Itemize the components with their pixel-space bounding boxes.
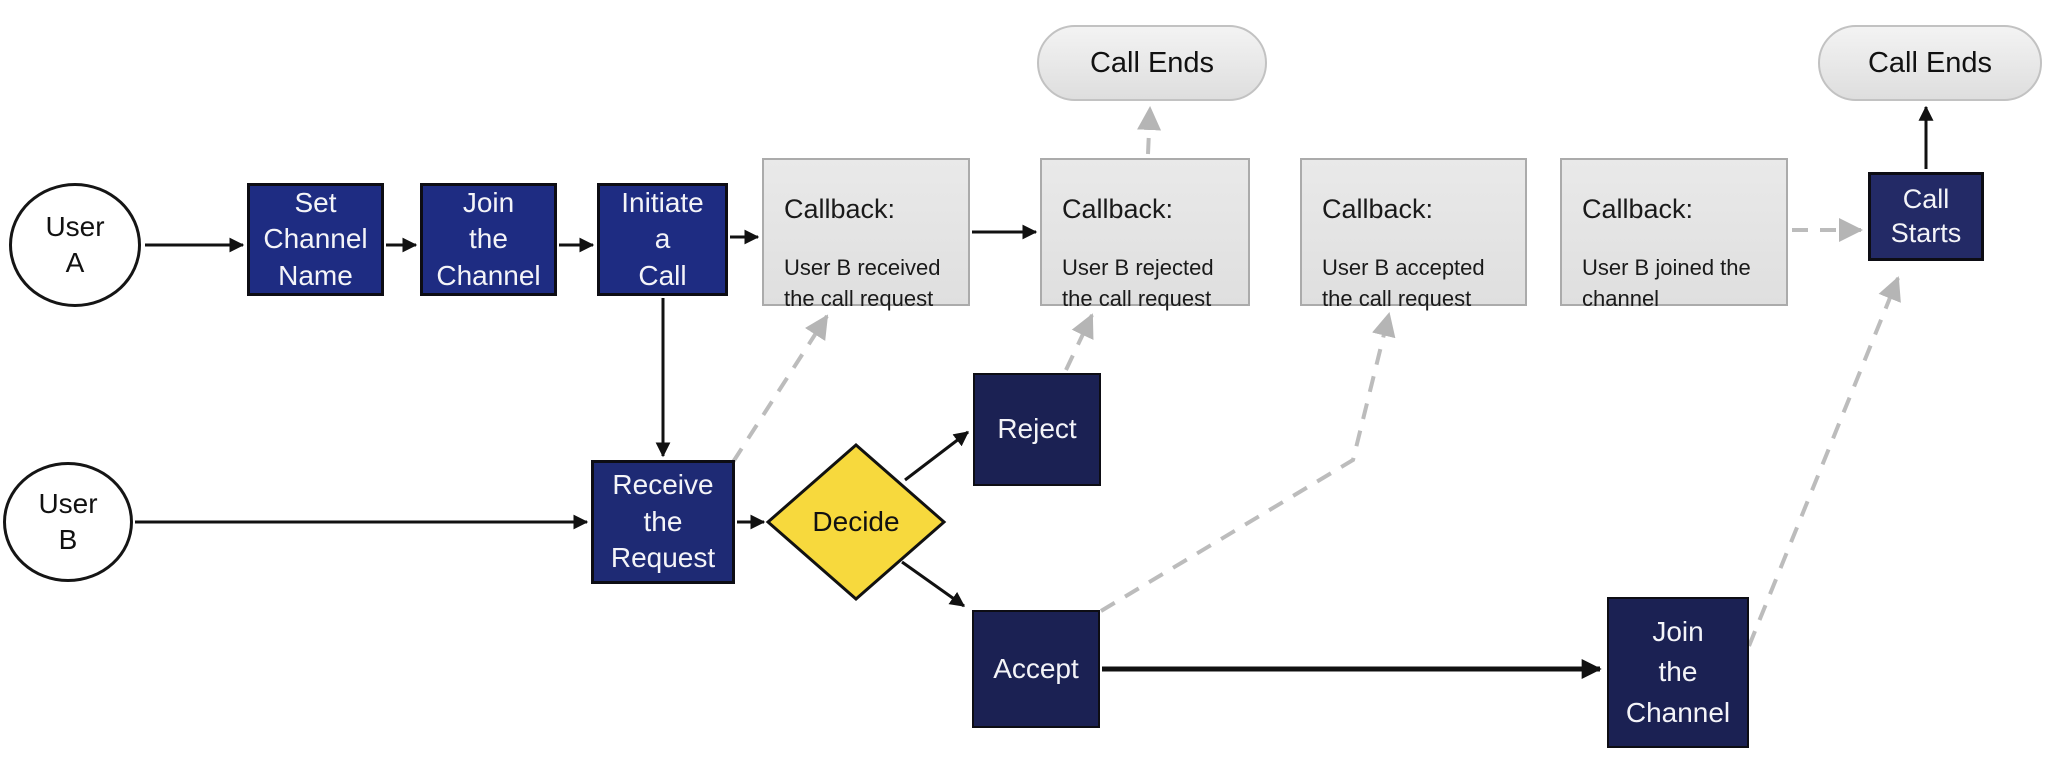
- node-call-starts: Call Starts: [1868, 172, 1984, 261]
- reject-label: Reject: [997, 413, 1077, 445]
- callback-rejected-title: Callback:: [1062, 194, 1174, 224]
- node-set-channel-name-label: Set Channel Name: [263, 186, 368, 291]
- receive-request-label: Receive the Request: [610, 469, 716, 574]
- call-starts-label: Call Starts: [1890, 183, 1962, 248]
- accept-label: Accept: [993, 652, 1079, 684]
- node-callback-joined: Callback: User B joined the channel: [1560, 158, 1788, 311]
- call-ends-right-label: Call Ends: [1867, 46, 1993, 79]
- dashed-arrow-join-channel-bottom-to-call-starts: [1747, 276, 1901, 647]
- node-initiate-call-label: Initiate a Call: [621, 186, 704, 291]
- node-join-channel-top-label: Join the Channel: [436, 186, 541, 291]
- node-reject: Reject: [973, 373, 1101, 486]
- node-join-channel-top: Join the Channel: [420, 183, 557, 296]
- decide-diamond-shape: [765, 443, 947, 601]
- node-user-a: User A: [9, 183, 141, 307]
- dashed-arrow-receive-request-to-callback-received: [731, 314, 829, 464]
- join-channel-bottom-label: Join the Channel: [1625, 615, 1731, 728]
- node-join-channel-bottom: Join the Channel: [1607, 597, 1749, 748]
- dashed-arrow-accept-to-callback-accepted: [1099, 312, 1396, 613]
- node-user-a-label: User A: [45, 210, 105, 278]
- call-ends-mid-label: Call Ends: [1089, 46, 1215, 79]
- dashed-arrow-reject-to-callback-rejected: [1064, 313, 1094, 371]
- callback-received-body: User B received the call request: [784, 255, 941, 311]
- callback-received-title: Callback:: [784, 194, 896, 224]
- callback-accepted-title: Callback:: [1322, 194, 1434, 224]
- arrow-decide-to-reject: [904, 430, 969, 482]
- node-set-channel-name: Set Channel Name: [247, 183, 384, 296]
- node-initiate-call: Initiate a Call: [597, 183, 728, 296]
- node-decide: Decide: [768, 445, 944, 599]
- node-callback-received: Callback: User B received the call reque…: [762, 158, 970, 311]
- callback-rejected-body: User B rejected the call request: [1062, 255, 1214, 311]
- node-accept: Accept: [972, 610, 1100, 728]
- node-receive-request: Receive the Request: [591, 460, 735, 584]
- node-user-b-label: User B: [38, 487, 98, 555]
- dashed-arrow-callback-rejected-to-call-ends-mid: [1137, 106, 1162, 155]
- decide-label: Decide: [812, 506, 900, 537]
- callback-accepted-body: User B accepted the call request: [1322, 255, 1485, 311]
- node-callback-rejected: Callback: User B rejected the call reque…: [1040, 158, 1250, 311]
- callback-joined-title: Callback:: [1582, 194, 1694, 224]
- arrow-decide-to-accept: [901, 560, 966, 608]
- node-call-ends-mid: Call Ends: [1037, 25, 1267, 101]
- node-user-b: User B: [3, 462, 133, 582]
- node-call-ends-right: Call Ends: [1818, 25, 2042, 101]
- callback-joined-body: User B joined the channel: [1582, 255, 1751, 311]
- node-callback-accepted: Callback: User B accepted the call reque…: [1300, 158, 1527, 311]
